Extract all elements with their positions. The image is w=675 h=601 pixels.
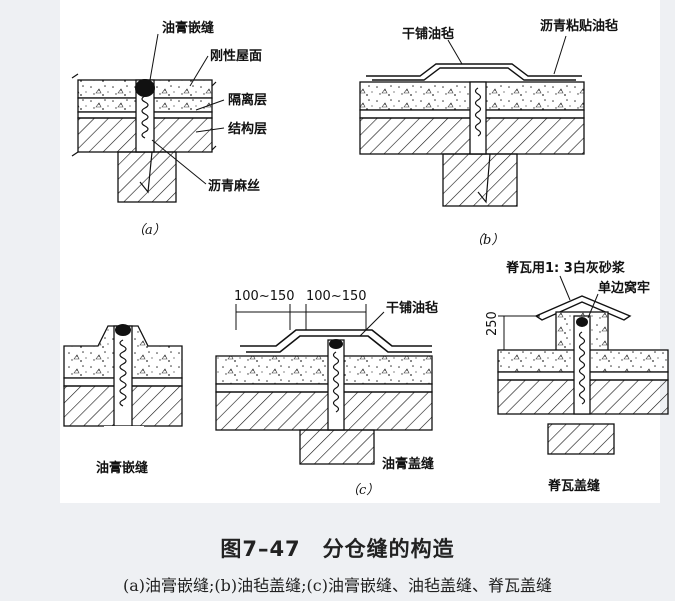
jute-coil xyxy=(141,95,149,139)
panel-c-middle: 100~150 100~150 干铺油毡 油膏盖缝 （c） xyxy=(215,289,438,498)
label-c-sub2: 油膏盖缝 xyxy=(382,456,434,472)
figure-subcaption: (a)油膏嵌缝;(b)油毡盖缝;(c)油膏嵌缝、油毡盖缝、脊瓦盖缝 xyxy=(123,576,552,595)
label-c-sub1: 油膏嵌缝 xyxy=(96,460,148,476)
tag-a: （a） xyxy=(132,222,166,238)
beam xyxy=(117,151,177,203)
label-structural: 结构层 xyxy=(228,121,267,137)
sealant-blob xyxy=(135,79,155,97)
figure-caption: 图7–47 分仓缝的构造 xyxy=(220,537,455,561)
panel-a: 油膏嵌缝 刚性屋面 隔离层 结构层 沥青麻丝 （a） xyxy=(71,20,267,238)
tag-b: （b） xyxy=(470,232,504,248)
label-isolation: 隔离层 xyxy=(228,92,267,108)
felt-line-2 xyxy=(372,67,576,81)
dim-height: 250 xyxy=(485,311,500,336)
panel-c-right: 250 脊瓦用1: 3白灰砂浆 单边窝牢 脊瓦盖缝 xyxy=(485,260,669,494)
ridge-tile xyxy=(534,295,632,321)
label-b-glued-felt: 沥青粘贴油毡 xyxy=(540,18,618,34)
construction-diagram: 油膏嵌缝 刚性屋面 隔离层 结构层 沥青麻丝 （a） 干铺油毡 沥青粘贴油毡 （… xyxy=(63,18,669,498)
b-beam xyxy=(442,153,518,207)
label-jute: 沥青麻丝 xyxy=(208,178,260,194)
label-sealant: 油膏嵌缝 xyxy=(162,20,214,36)
dim-left: 100~150 xyxy=(234,289,295,304)
dim-right: 100~150 xyxy=(306,289,367,304)
label-ridge-mortar: 脊瓦用1: 3白灰砂浆 xyxy=(505,260,626,276)
panel-b: 干铺油毡 沥青粘贴油毡 （b） xyxy=(359,18,618,248)
label-b-dry-felt: 干铺油毡 xyxy=(402,26,454,42)
label-rigid-roof: 刚性屋面 xyxy=(210,48,262,64)
tag-c: （c） xyxy=(346,482,379,498)
felt-line-1 xyxy=(366,63,582,77)
panel-c-left: 油膏嵌缝 xyxy=(63,324,183,476)
label-c-sub3: 脊瓦盖缝 xyxy=(547,478,600,494)
label-c-dry-felt: 干铺油毡 xyxy=(386,300,438,316)
label-single-side: 单边窝牢 xyxy=(598,280,650,296)
